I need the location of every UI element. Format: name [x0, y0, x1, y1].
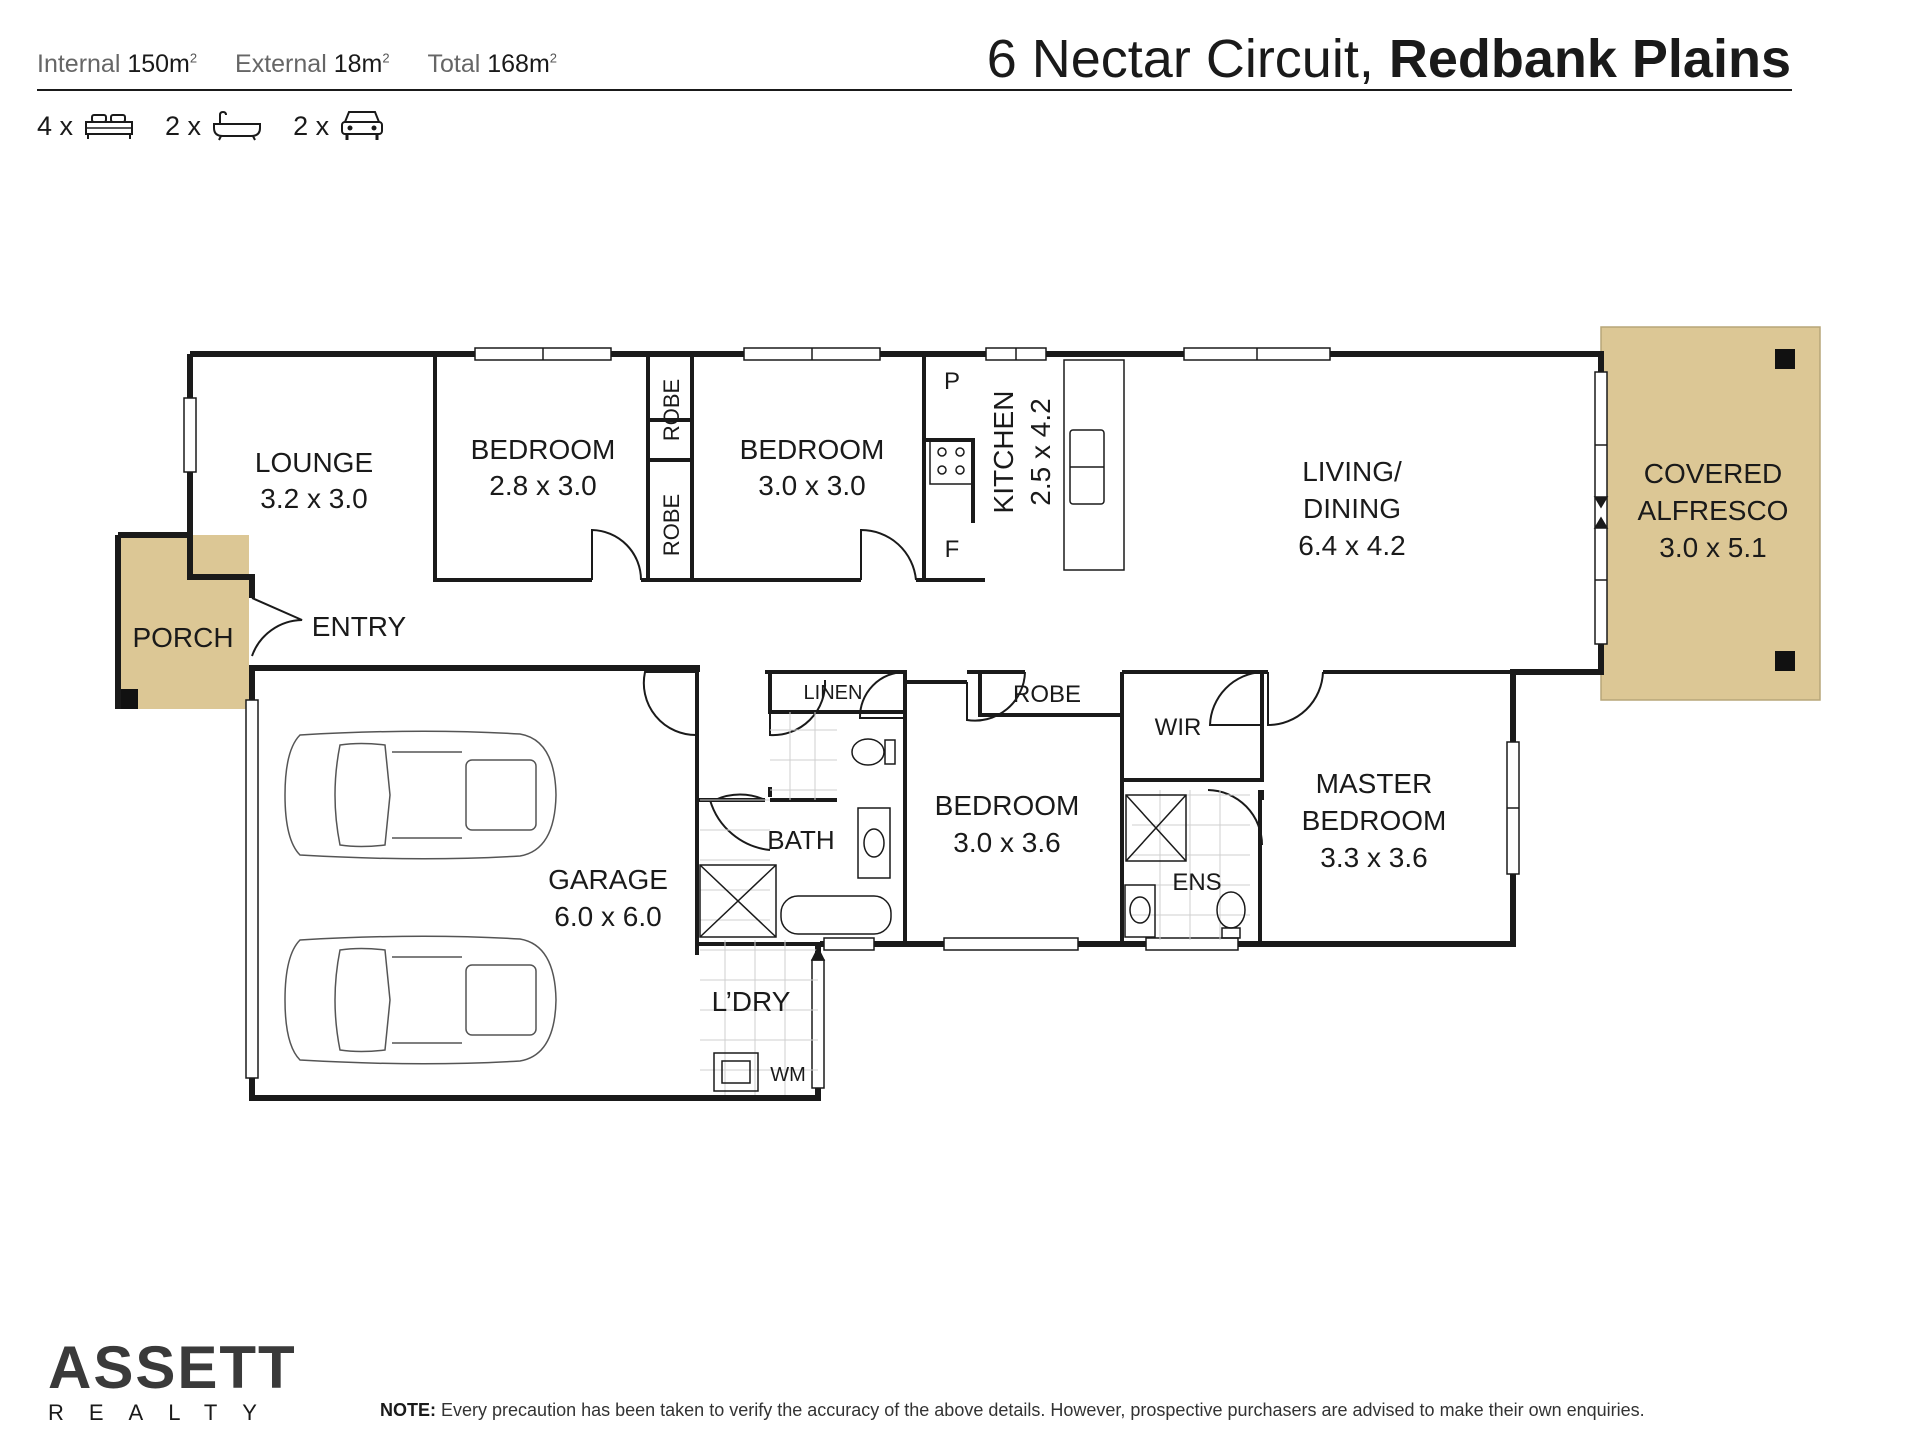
bedroom2-size: 2.8 x 3.0	[489, 470, 596, 501]
kitchen-label: KITCHEN	[988, 391, 1019, 514]
bedroom4-label: BEDROOM	[935, 790, 1080, 821]
entry-label: ENTRY	[312, 611, 407, 642]
bathtub-icon	[780, 895, 892, 935]
disclaimer-note: NOTE: Every precaution has been taken to…	[380, 1400, 1645, 1421]
laundry-tub-icon	[713, 1052, 759, 1092]
total-value: 168m	[487, 50, 550, 78]
garage-size: 6.0 x 6.0	[554, 901, 661, 932]
header-divider	[37, 89, 1792, 91]
superscript: 2	[382, 50, 390, 66]
alfresco-post-icon	[1775, 651, 1795, 671]
address-street: 6 Nectar Circuit,	[986, 29, 1374, 89]
porch-post-icon	[118, 689, 138, 709]
bedroom3-label: BEDROOM	[740, 434, 885, 465]
windows	[183, 347, 1608, 1089]
cooktop-icon	[929, 439, 973, 485]
external-label: External	[235, 50, 327, 78]
master-label: MASTER	[1316, 768, 1433, 799]
kitchen-size: 2.5 x 4.2	[1025, 398, 1056, 505]
car-count: 2 x	[293, 110, 330, 141]
tile-pattern	[700, 712, 1250, 1095]
bathroom-count: 2 x	[165, 110, 202, 141]
alfresco-post-icon	[1775, 349, 1795, 369]
alfresco-label: COVERED	[1644, 458, 1782, 489]
wir-label: WIR	[1155, 714, 1202, 741]
note-label: NOTE:	[380, 1400, 436, 1420]
porch-area	[118, 535, 249, 709]
car-2-icon	[284, 935, 557, 1065]
ens-toilet-icon	[1216, 891, 1246, 929]
linen-label: LINEN	[804, 682, 863, 704]
porch-label: PORCH	[132, 622, 233, 653]
toilet-icon	[851, 738, 885, 766]
lounge-label: LOUNGE	[255, 447, 373, 478]
garage-label: GARAGE	[548, 864, 668, 895]
bedroom2-label: BEDROOM	[471, 434, 616, 465]
fixtures	[699, 359, 1609, 1092]
room-labels: LOUNGE 3.2 x 3.0 BEDROOM 2.8 x 3.0 BEDRO…	[132, 368, 1788, 1086]
laundry-label: L’DRY	[712, 986, 791, 1017]
agency-logo: ASSETT REALTY	[48, 1338, 297, 1426]
robe2-label: ROBE	[659, 494, 684, 556]
property-address: 6 Nectar Circuit, Redbank Plains	[987, 28, 1791, 90]
living-label: LIVING/	[1302, 456, 1402, 487]
note-text: Every precaution has been taken to verif…	[441, 1400, 1645, 1420]
lounge-size: 3.2 x 3.0	[260, 483, 367, 514]
car-1-icon	[284, 730, 557, 860]
internal-label: Internal	[37, 50, 121, 78]
logo-wordmark: ASSETT	[48, 1334, 297, 1401]
superscript: 2	[549, 50, 558, 66]
address-suburb: Redbank Plains	[1388, 29, 1791, 89]
bath-label: BATH	[767, 825, 834, 855]
bedroom-count: 4 x	[37, 110, 74, 141]
bedroom4-size: 3.0 x 3.6	[953, 827, 1060, 858]
ens-vanity-icon	[1124, 884, 1156, 938]
bedroom4-robe-label: ROBE	[1013, 681, 1081, 708]
superscript: 2	[189, 50, 198, 66]
car-icon	[341, 111, 384, 140]
pantry-label: P	[944, 368, 960, 395]
alfresco-area	[1600, 326, 1821, 701]
ens-label: ENS	[1172, 869, 1221, 896]
area-summary: Internal 150m2 External 18m2 Total 168m2	[37, 50, 557, 79]
alfresco-label-2: ALFRESCO	[1638, 495, 1789, 526]
master-label-2: BEDROOM	[1302, 805, 1447, 836]
ens-shower-icon	[1125, 794, 1187, 862]
bedroom3-size: 3.0 x 3.0	[758, 470, 865, 501]
alfresco-size: 3.0 x 5.1	[1659, 532, 1766, 563]
internal-value: 150m	[127, 50, 190, 78]
external-value: 18m	[333, 50, 383, 78]
feature-counts: 4 x 2 x 2 x	[37, 108, 415, 144]
bath-icon	[213, 110, 262, 141]
vanity-icon	[857, 807, 891, 879]
living-label-2: DINING	[1303, 493, 1401, 524]
bed-icon	[85, 114, 134, 139]
robe1-label: ROBE	[659, 379, 684, 441]
kitchen-island	[1063, 359, 1125, 571]
fridge-label: F	[945, 536, 960, 563]
logo-subtext: REALTY	[48, 1400, 282, 1425]
living-size: 6.4 x 4.2	[1298, 530, 1405, 561]
wm-label: WM	[770, 1064, 806, 1086]
master-size: 3.3 x 3.6	[1320, 842, 1427, 873]
doors	[251, 528, 1324, 851]
total-label: Total	[427, 50, 481, 78]
shower-icon	[699, 864, 777, 938]
